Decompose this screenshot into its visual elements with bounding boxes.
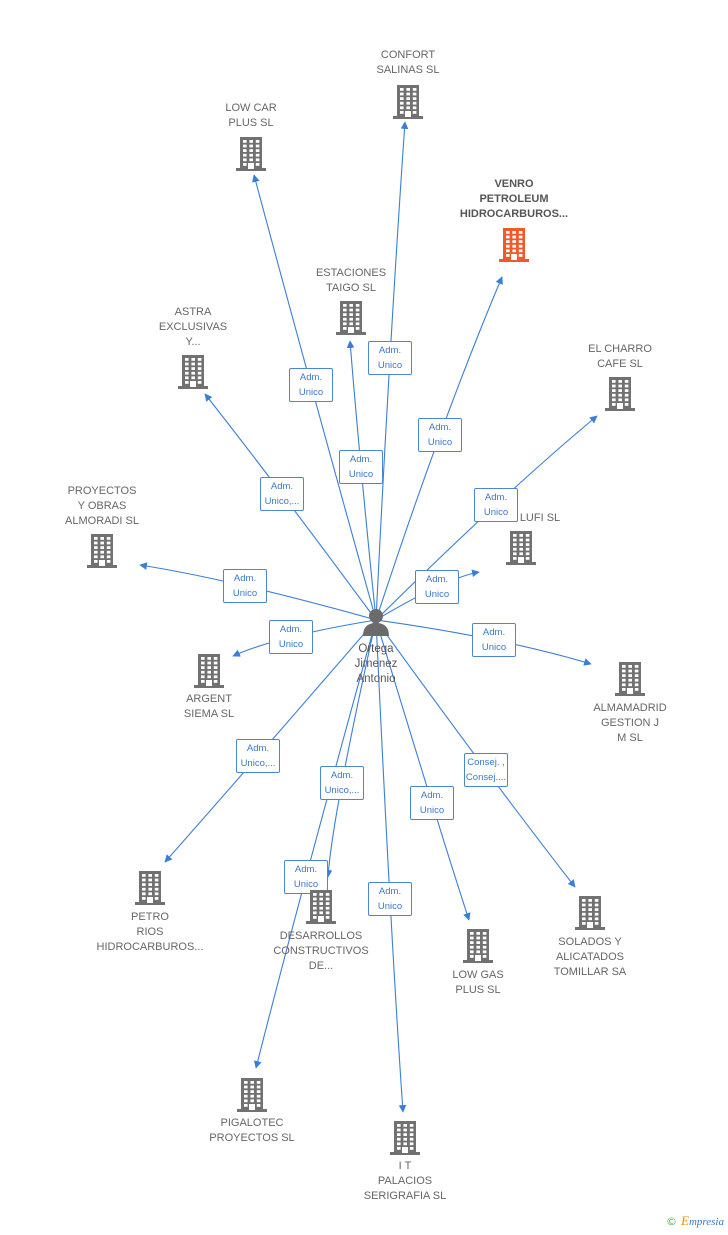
company-node-pigalotec[interactable]: PIGALOTEC PROYECTOS SL	[182, 1116, 322, 1146]
company-name[interactable]: PETRO RIOS HIDROCARBUROS...	[96, 911, 204, 953]
company-node-desarrollos[interactable]: DESARROLLOS CONSTRUCTIVOS DE...	[251, 929, 391, 974]
company-node-confort[interactable]: CONFORT SALINAS SL	[338, 48, 478, 78]
role-label-estaciones[interactable]: Adm. Unico	[339, 450, 383, 484]
company-node-estaciones[interactable]: ESTACIONES TAIGO SL	[281, 266, 421, 296]
company-name[interactable]: ESTACIONES TAIGO SL	[315, 267, 387, 294]
company-node-venro[interactable]: VENRO PETROLEUM HIDROCARBUROS...	[444, 177, 584, 222]
role-label-astra[interactable]: Adm. Unico,...	[260, 477, 304, 511]
building-icon[interactable]	[573, 895, 607, 931]
person-node[interactable]: Ortega Jimenez Antonio	[306, 642, 446, 687]
person-icon[interactable]	[361, 607, 391, 637]
role-label-solados[interactable]: Consej. , Consej....	[464, 753, 508, 787]
company-node-charro[interactable]: EL CHARRO CAFE SL	[550, 342, 690, 372]
company-node-almamadrid[interactable]: ALMAMADRID GESTION J M SL	[560, 701, 700, 746]
role-label-proyectos[interactable]: Adm. Unico	[223, 569, 267, 603]
company-name[interactable]: VENRO PETROLEUM HIDROCARBUROS...	[459, 178, 569, 220]
person-name[interactable]: Ortega Jimenez Antonio	[354, 643, 398, 685]
brand-name: mpresia	[688, 1216, 724, 1228]
role-label-confort[interactable]: Adm. Unico	[368, 341, 412, 375]
role-label-it[interactable]: Adm. Unico	[368, 882, 412, 916]
building-icon[interactable]	[234, 136, 268, 172]
empresia-brand[interactable]: © Empresia	[666, 1213, 724, 1229]
company-name[interactable]: PIGALOTEC PROYECTOS SL	[209, 1117, 295, 1144]
building-icon[interactable]	[497, 227, 531, 263]
company-name[interactable]: CONFORT SALINAS SL	[376, 49, 440, 76]
role-label-pigalotec[interactable]: Adm. Unico	[284, 860, 328, 894]
role-label-petro[interactable]: Adm. Unico,...	[236, 739, 280, 773]
company-name[interactable]: I T PALACIOS SERIGRAFIA SL	[363, 1160, 447, 1202]
copyright-icon: ©	[666, 1215, 677, 1228]
company-name[interactable]: LUFI SL	[519, 512, 561, 524]
building-icon[interactable]	[304, 889, 338, 925]
building-icon[interactable]	[133, 870, 167, 906]
company-node-lowgas[interactable]: LOW GAS PLUS SL	[408, 968, 548, 998]
building-icon[interactable]	[388, 1120, 422, 1156]
company-name[interactable]: DESARROLLOS CONSTRUCTIVOS DE...	[273, 930, 369, 972]
brand-initial: E	[681, 1213, 689, 1228]
role-label-lowgas[interactable]: Adm. Unico	[410, 786, 454, 820]
company-node-astra[interactable]: ASTRA EXCLUSIVAS Y...	[123, 305, 263, 350]
building-icon[interactable]	[192, 653, 226, 689]
building-icon[interactable]	[613, 661, 647, 697]
company-name[interactable]: EL CHARRO CAFE SL	[588, 343, 652, 370]
role-label-argent[interactable]: Adm. Unico	[269, 620, 313, 654]
building-icon[interactable]	[235, 1077, 269, 1113]
building-icon[interactable]	[85, 533, 119, 569]
building-icon[interactable]	[603, 376, 637, 412]
company-node-it[interactable]: I T PALACIOS SERIGRAFIA SL	[335, 1159, 475, 1204]
building-icon[interactable]	[334, 300, 368, 336]
role-label-charro[interactable]: Adm. Unico	[474, 488, 518, 522]
company-name[interactable]: ASTRA EXCLUSIVAS Y...	[158, 306, 228, 348]
role-label-venro[interactable]: Adm. Unico	[418, 418, 462, 452]
company-name[interactable]: PROYECTOS Y OBRAS ALMORADI SL	[65, 485, 139, 527]
company-node-argent[interactable]: ARGENT SIEMA SL	[139, 692, 279, 722]
company-name[interactable]: LOW GAS PLUS SL	[452, 969, 504, 996]
building-icon[interactable]	[504, 530, 538, 566]
company-node-solados[interactable]: SOLADOS Y ALICATADOS TOMILLAR SA	[520, 935, 660, 980]
company-name[interactable]: SOLADOS Y ALICATADOS TOMILLAR SA	[553, 936, 627, 978]
role-label-lowcar[interactable]: Adm. Unico	[289, 368, 333, 402]
building-icon[interactable]	[391, 84, 425, 120]
building-icon[interactable]	[461, 928, 495, 964]
role-label-desarrollos[interactable]: Adm. Unico,...	[320, 766, 364, 800]
building-icon[interactable]	[176, 354, 210, 390]
role-label-lufi[interactable]: Adm. Unico	[415, 570, 459, 604]
company-node-petro[interactable]: PETRO RIOS HIDROCARBUROS...	[80, 910, 220, 955]
company-node-proyectos[interactable]: PROYECTOS Y OBRAS ALMORADI SL	[32, 484, 172, 529]
company-node-lufi[interactable]: LUFI SL	[470, 511, 610, 526]
company-node-lowcar[interactable]: LOW CAR PLUS SL	[181, 101, 321, 131]
company-name[interactable]: ALMAMADRID GESTION J M SL	[593, 702, 667, 744]
edge-pigalotec	[253, 619, 377, 1069]
role-label-almamadrid[interactable]: Adm. Unico	[472, 623, 516, 657]
company-name[interactable]: LOW CAR PLUS SL	[225, 102, 277, 129]
company-name[interactable]: ARGENT SIEMA SL	[183, 693, 235, 720]
